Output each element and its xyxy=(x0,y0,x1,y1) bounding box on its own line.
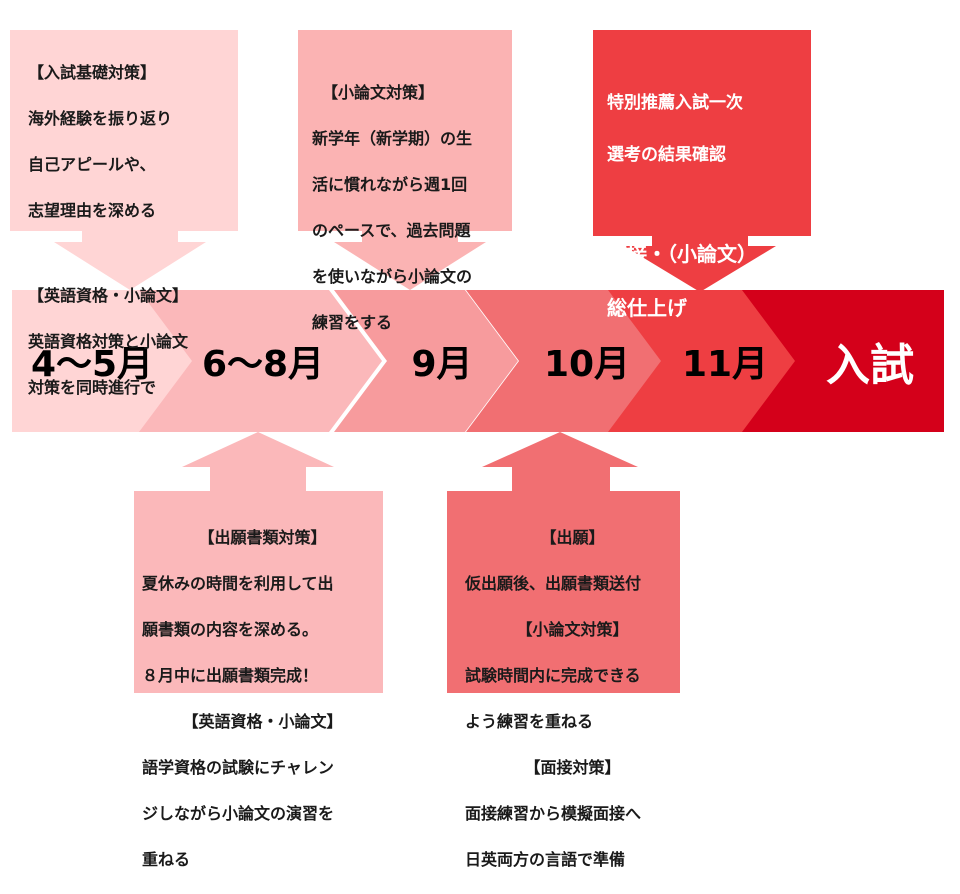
box-line: 特別推薦入試一次 xyxy=(607,93,743,113)
box-line: ８月中に出願書類完成！ xyxy=(142,666,319,685)
month-label-apr-may: 4〜5月 xyxy=(30,344,154,385)
segment-jun-aug xyxy=(139,290,382,432)
box-line: 仮出願後、出願書類送付 xyxy=(465,574,642,593)
box-line: 重ねる xyxy=(142,850,191,869)
timeline-graphic xyxy=(12,230,944,492)
box-line: 新学年（新学期）の生 xyxy=(312,129,473,148)
info-box-oct: 【出願】 仮出願後、出願書類送付 【小論文対策】 試験時間内に完成できる よう練… xyxy=(447,491,680,869)
box-line: 語学資格の試験にチャレン xyxy=(142,758,334,777)
box-line: のペースで、過去問題 xyxy=(312,221,471,240)
box-line: 自己アピールや、 xyxy=(28,155,156,174)
month-label-oct: 10月 xyxy=(543,344,631,385)
box-line: 活に慣れながら週1回 xyxy=(312,175,468,194)
box-line: 志望理由を深める xyxy=(28,201,157,220)
box-line: ジしながら小論文の演習を xyxy=(142,804,335,823)
box-line: 海外経験を振り返り xyxy=(28,109,173,128)
segment-nov xyxy=(608,290,813,432)
box-line: 【小論文対策】 xyxy=(322,83,435,102)
arrow-nov xyxy=(624,235,776,292)
box-line: 日英両方の言語で準備 xyxy=(465,850,626,869)
box-line: 【出願】 xyxy=(540,528,605,547)
segment-apr-may xyxy=(12,290,198,432)
box-line: 【入試基礎対策】 xyxy=(28,63,157,82)
info-box-sep: 【小論文対策】 新学年（新学期）の生 活に慣れながら週1回 のペースで、過去問題… xyxy=(298,30,512,332)
box-line: 対策を同時進行で xyxy=(28,378,157,397)
box-line: 【英語資格・小論文】 xyxy=(182,712,343,731)
box-line: 試験時間内に完成できる xyxy=(465,666,641,685)
box-line: 【出願書類対策】 xyxy=(198,528,327,547)
segment-sep xyxy=(334,290,518,432)
box-line: 練習をする xyxy=(312,313,393,332)
month-label-exam: 入試 xyxy=(826,340,914,391)
month-label-jun-aug: 6〜8月 xyxy=(201,344,325,385)
box-line: よう練習を重ねる xyxy=(465,712,594,731)
box-line xyxy=(28,245,238,261)
box-line: 面接・（小論文） xyxy=(607,242,757,266)
month-label-nov: 11月 xyxy=(681,344,769,385)
info-box-nov: 特別推薦入試一次 選考の結果確認 面接・（小論文） 総仕上げ xyxy=(593,30,811,320)
box-line: 選考の結果確認 xyxy=(607,145,726,165)
box-line: 面接練習から模擬面接へ xyxy=(465,804,642,823)
arrow-apr-may xyxy=(54,230,206,290)
segment-oct xyxy=(466,290,665,432)
box-line: を使いながら小論文の xyxy=(312,267,473,286)
arrow-jun-aug xyxy=(182,432,334,492)
info-box-jun-aug: 【出願書類対策】 夏休みの時間を利用して出 願書類の内容を深める。 ８月中に出願… xyxy=(134,491,383,869)
info-box-apr-may: 【入試基礎対策】 海外経験を振り返り 自己アピールや、 志望理由を深める 【英語… xyxy=(10,30,238,397)
box-line: 【英語資格・小論文】 xyxy=(28,286,189,305)
box-line: 総仕上げ xyxy=(607,296,687,320)
segment-exam xyxy=(742,290,944,432)
box-line: 英語資格対策と小論文 xyxy=(28,332,189,351)
arrow-oct xyxy=(482,432,638,492)
arrow-sep xyxy=(334,230,486,290)
box-line: 【小論文対策】 xyxy=(516,620,629,639)
box-line: 【面接対策】 xyxy=(524,758,621,777)
box-line: 願書類の内容を深める。 xyxy=(142,620,319,639)
box-gap xyxy=(607,194,811,214)
box-line: 夏休みの時間を利用して出 xyxy=(142,574,334,593)
month-label-sep: 9月 xyxy=(411,344,473,385)
